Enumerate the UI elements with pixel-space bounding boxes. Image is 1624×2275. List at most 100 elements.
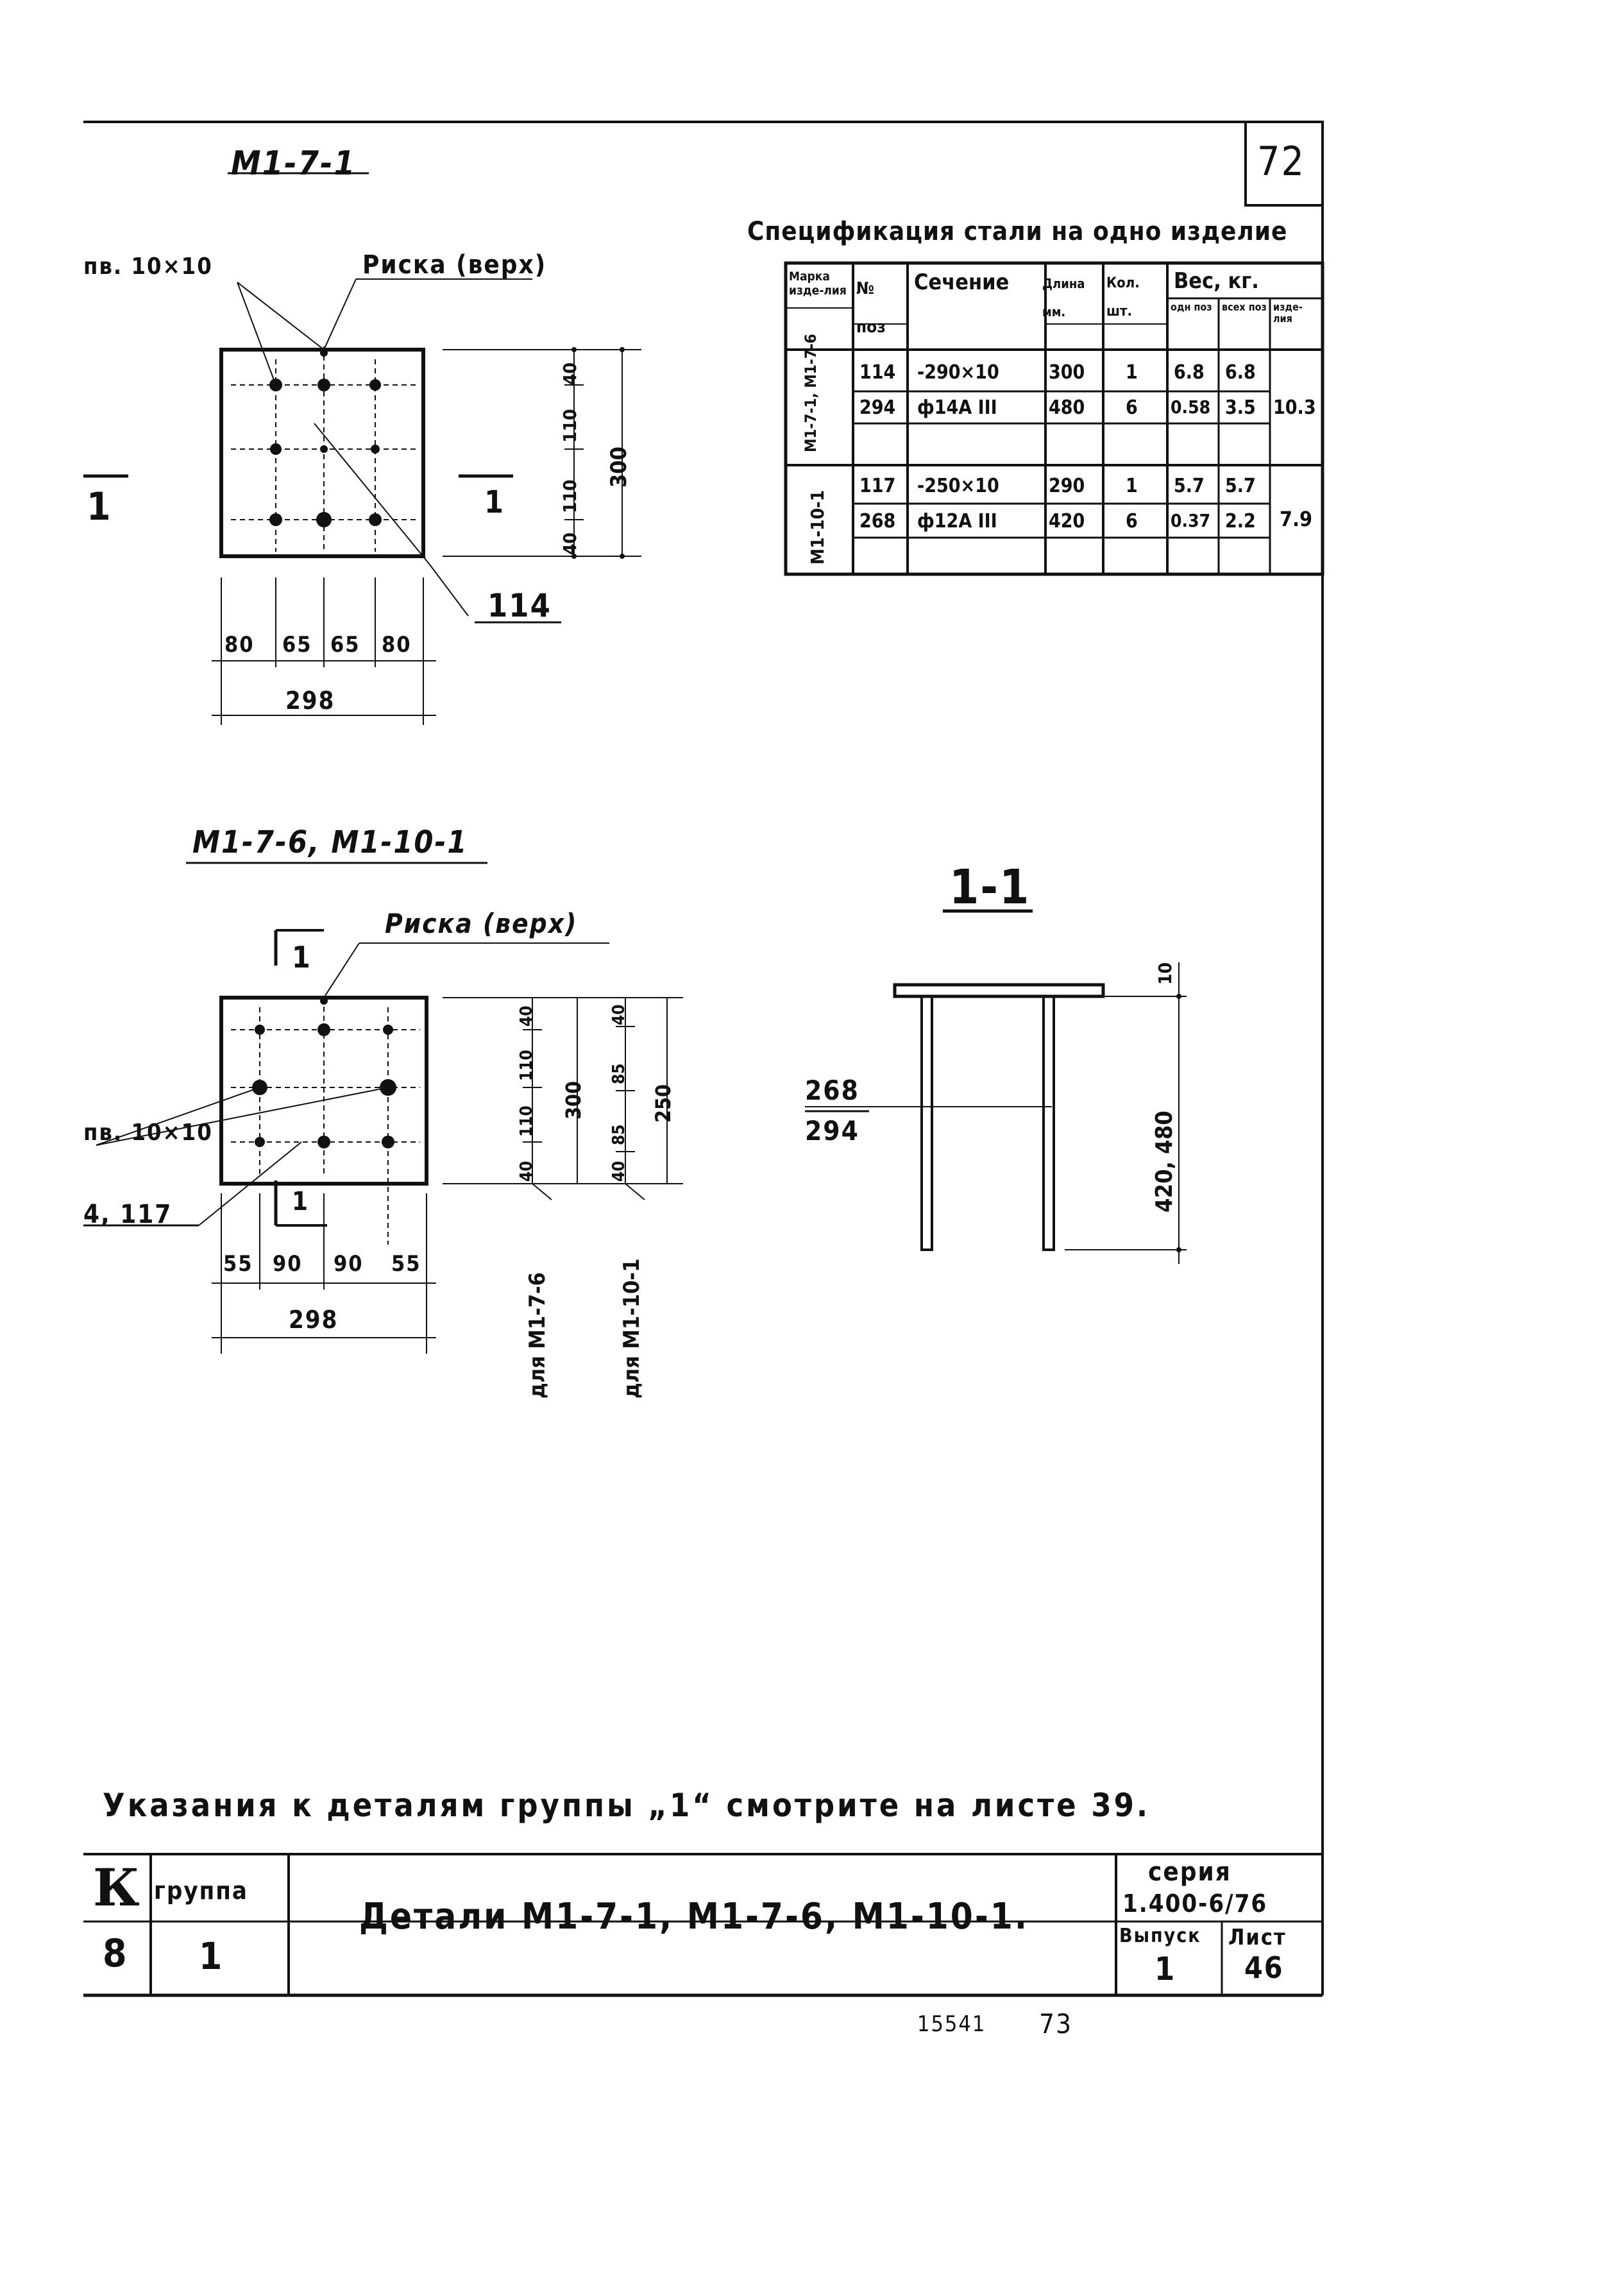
d2-dim-h2: 90 xyxy=(273,1251,303,1277)
spec-g2-r2-w-all: 2.2 xyxy=(1225,510,1256,533)
spec-g1-mark: М1-7-1, М1-7-6 xyxy=(802,334,820,452)
title-issue-label: Выпуск xyxy=(1119,1925,1201,1947)
title-group-label: группа xyxy=(154,1877,248,1905)
d1-dim-v4: 40 xyxy=(559,532,580,555)
spec-h-w-all: всех поз xyxy=(1222,301,1267,313)
footer-code: 15541 xyxy=(917,2011,986,2037)
title-name: Детали М1-7-1, М1-7-6, М1-10-1. xyxy=(359,1896,1029,1938)
spec-g2-r1-length: 290 xyxy=(1049,475,1085,497)
d1-dim-h3: 65 xyxy=(330,632,360,658)
section-thickness: 10 xyxy=(1155,962,1176,985)
general-note: Указания к деталям группы „1“ смотрите н… xyxy=(103,1787,1151,1824)
title-series-label: серия xyxy=(1148,1857,1231,1887)
spec-h-w-item: изде-лия xyxy=(1273,301,1303,325)
spec-g2-r1-w-one: 5.7 xyxy=(1174,475,1205,497)
title-sheet-value: 46 xyxy=(1244,1950,1284,1985)
spec-g2-r2-section: ф12А III xyxy=(917,510,997,533)
spec-g2-r1-pos: 117 xyxy=(859,475,896,497)
d2-dim-vb4: 40 xyxy=(609,1161,629,1182)
d2-dim-va-total: 300 xyxy=(561,1080,586,1120)
d1-dim-h4: 80 xyxy=(382,632,412,658)
title-group-value: 1 xyxy=(199,1934,224,1978)
spec-g2-r1-qty: 1 xyxy=(1126,475,1138,497)
spec-h-length: Длина мм. xyxy=(1042,276,1085,320)
d2-dim-h4: 55 xyxy=(391,1251,421,1277)
spec-g2-r2-qty: 6 xyxy=(1126,510,1138,533)
spec-g1-r2-qty: 6 xyxy=(1126,396,1138,419)
spec-g1-r1-length: 300 xyxy=(1049,361,1085,384)
d2-note-a: для М1-7-6 xyxy=(525,1272,550,1399)
d1-dim-v1: 40 xyxy=(559,362,580,385)
spec-g2-mark: М1-10-1 xyxy=(807,490,828,565)
spec-g2-r1-w-all: 5.7 xyxy=(1225,475,1256,497)
drawing2-risk-label: Риска (верх) xyxy=(385,908,578,939)
spec-g2-item-weight: 7.9 xyxy=(1280,507,1312,531)
section-pos-bottom: 294 xyxy=(805,1115,859,1146)
d1-dim-h-total: 298 xyxy=(285,686,335,715)
drawing1-title: M1-7-1 xyxy=(231,144,357,183)
spec-g1-r1-qty: 1 xyxy=(1126,361,1138,384)
spec-g1-r1-section: -290×10 xyxy=(917,361,999,384)
d2-dim-va1: 40 xyxy=(517,1005,536,1027)
spec-g1-r1-w-one: 6.8 xyxy=(1174,361,1205,384)
drawing1-risk-label: Риска (верх) xyxy=(362,250,547,280)
title-issue-value: 1 xyxy=(1155,1950,1176,1988)
drawing1-section-mark: 1 xyxy=(87,484,112,529)
spec-g1-r2-length: 480 xyxy=(1049,396,1085,419)
spec-g2-r2-w-one: 0.37 xyxy=(1171,510,1211,531)
d2-dim-va3: 110 xyxy=(517,1105,536,1137)
spec-h-weight: Вес, кг. xyxy=(1174,268,1259,294)
title-k: К xyxy=(93,1857,141,1918)
spec-g1-item-weight: 10.3 xyxy=(1273,396,1316,419)
section-pos-top: 268 xyxy=(805,1075,859,1106)
section-length: 420, 480 xyxy=(1151,1111,1178,1213)
sheet-number: 72 xyxy=(1257,138,1305,185)
spec-g1-r1-pos: 114 xyxy=(859,361,896,384)
spec-h-pos: № поз xyxy=(856,279,886,337)
spec-g1-r2-section: ф14А III xyxy=(917,396,997,419)
drawing2-title: M1-7-6, M1-10-1 xyxy=(192,824,468,860)
section-title: 1-1 xyxy=(949,860,1031,915)
spec-g1-r2-pos: 294 xyxy=(859,396,896,419)
spec-g1-r2-w-all: 3.5 xyxy=(1225,396,1256,419)
spec-g1-r2-w-one: 0.58 xyxy=(1171,396,1211,418)
spec-h-qty: Кол. шт. xyxy=(1106,275,1140,320)
d2-dim-h1: 55 xyxy=(223,1251,253,1277)
spec-g1-r1-w-all: 6.8 xyxy=(1225,361,1256,384)
drawing2-section-mark-bottom: 1 xyxy=(292,1187,310,1216)
d2-dim-vb-total: 250 xyxy=(651,1084,675,1123)
d2-dim-vb2: 85 xyxy=(609,1063,629,1084)
drawing1-pos-label: 114 xyxy=(487,587,552,624)
spec-h-mark: Марка изде-лия xyxy=(789,269,847,298)
title-sheet-label: Лист xyxy=(1228,1925,1287,1950)
section-bar-right xyxy=(1042,995,1055,1251)
d1-dim-v3: 110 xyxy=(559,479,580,513)
footer-page: 73 xyxy=(1039,2008,1073,2040)
d1-dim-h1: 80 xyxy=(224,632,255,658)
spec-h-w-one: одн поз xyxy=(1171,301,1212,313)
d2-dim-va2: 110 xyxy=(517,1050,536,1081)
title-series-value: 1.400-6/76 xyxy=(1122,1889,1268,1918)
d1-dim-h2: 65 xyxy=(282,632,312,658)
d2-dim-vb1: 40 xyxy=(609,1004,629,1025)
d1-dim-v2: 110 xyxy=(559,409,580,443)
spec-table-frame xyxy=(784,261,1324,576)
drawing2-section-mark-top: 1 xyxy=(292,940,312,975)
d2-dim-h3: 90 xyxy=(334,1251,364,1277)
d1-dim-v-total: 300 xyxy=(606,447,632,488)
sheet-number-box xyxy=(1244,121,1324,207)
d2-note-b: для М1-10-1 xyxy=(619,1258,645,1399)
section-plate xyxy=(893,983,1105,998)
spec-g2-r2-pos: 268 xyxy=(859,510,896,533)
d2-dim-va4: 40 xyxy=(517,1161,536,1182)
drawing1-weld-label: пв. 10×10 xyxy=(83,253,213,280)
section-bar-left xyxy=(920,995,933,1251)
d2-dim-vb3: 85 xyxy=(609,1124,629,1145)
spec-title: Спецификация стали на одно изделие xyxy=(747,217,1288,246)
title-k-value: 8 xyxy=(103,1931,128,1976)
drawing2-pos-label: 4, 117 xyxy=(83,1200,173,1229)
spec-g2-r2-length: 420 xyxy=(1049,510,1085,533)
drawing1-section-mark-right: 1 xyxy=(484,484,505,520)
spec-h-section: Сечение xyxy=(914,269,1010,295)
